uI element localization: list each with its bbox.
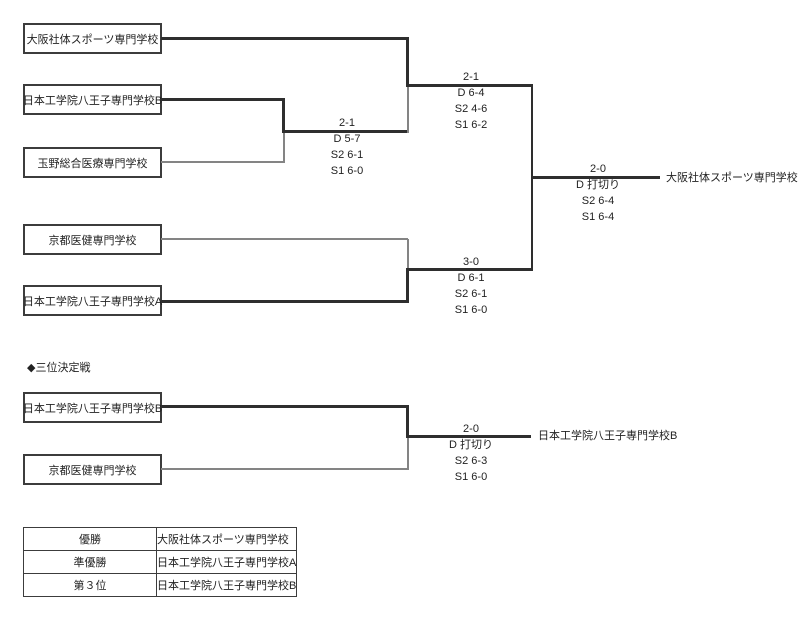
score-block-semi2: 3-0 D 6-1 S2 6-1 S1 6-0 bbox=[416, 254, 526, 318]
rank-label-cell: 優勝 bbox=[23, 527, 157, 551]
bracket-join-semi1-top bbox=[406, 37, 409, 87]
match-score: 3-0 bbox=[463, 256, 479, 268]
rank-label-cell: 第３位 bbox=[23, 573, 157, 597]
score-block-third: 2-0 D 打切り S2 6-3 S1 6-0 bbox=[416, 421, 526, 485]
bracket-line-final-result bbox=[531, 176, 660, 179]
score-block-semi1: 2-1 D 6-4 S2 4-6 S1 6-2 bbox=[416, 69, 526, 133]
team-box-main-2: 玉野総合医療専門学校 bbox=[23, 147, 162, 178]
bracket-line-team4 bbox=[161, 300, 408, 303]
game-score: S2 6-4 bbox=[581, 195, 615, 207]
bracket-line-semi2-result bbox=[406, 268, 533, 271]
game-score: S2 6-3 bbox=[454, 455, 488, 467]
team-box-main-0: 大阪社体スポーツ専門学校 bbox=[23, 23, 162, 54]
bracket-join-third-top bbox=[406, 405, 409, 438]
team-box-third-1: 京都医健専門学校 bbox=[23, 454, 162, 485]
match-score: 2-1 bbox=[463, 71, 479, 83]
team-name-cell: 日本工学院八王子専門学校A bbox=[155, 550, 298, 574]
score-block-round1: 2-1 D 5-7 S2 6-1 S1 6-0 bbox=[292, 115, 402, 179]
third-place-title: ◆三位決定戦 bbox=[27, 362, 91, 374]
game-score: S2 6-1 bbox=[330, 149, 364, 161]
team-box-third-0: 日本工学院八王子専門学校B bbox=[23, 392, 162, 423]
game-score: D 打切り bbox=[576, 179, 620, 191]
game-score: D 5-7 bbox=[333, 133, 361, 145]
game-score: D 6-1 bbox=[457, 272, 485, 284]
bracket-line-third-team0 bbox=[161, 405, 408, 408]
game-score: S1 6-2 bbox=[454, 119, 488, 131]
bracket-join-round1-bottom bbox=[283, 133, 285, 163]
game-score: D 打切り bbox=[449, 439, 493, 451]
bracket-join-third-bottom bbox=[407, 438, 409, 470]
bracket-line-team2 bbox=[161, 161, 285, 163]
match-score: 2-0 bbox=[463, 423, 479, 435]
results-table: 優勝 大阪社体スポーツ専門学校 準優勝 日本工学院八王子専門学校A 第３位 日本… bbox=[23, 527, 298, 597]
game-score: D 6-4 bbox=[457, 87, 485, 99]
team-box-main-4: 日本工学院八王子専門学校A bbox=[23, 285, 162, 316]
score-block-final: 2-0 D 打切り S2 6-4 S1 6-4 bbox=[543, 161, 653, 225]
bracket-line-team1 bbox=[161, 98, 285, 101]
team-name-cell: 大阪社体スポーツ専門学校 bbox=[155, 527, 298, 551]
bracket-join-semi1-bottom bbox=[407, 87, 409, 133]
bracket-line-round1-result bbox=[282, 130, 409, 133]
champion-label: 大阪社体スポーツ専門学校 bbox=[666, 172, 798, 184]
match-score: 2-1 bbox=[339, 117, 355, 129]
bracket-line-third-result bbox=[406, 435, 531, 438]
game-score: S2 6-1 bbox=[454, 288, 488, 300]
bracket-join-round1-top bbox=[282, 98, 285, 133]
match-score: 2-0 bbox=[590, 163, 606, 175]
team-box-main-1: 日本工学院八王子専門学校B bbox=[23, 84, 162, 115]
rank-label-cell: 準優勝 bbox=[23, 550, 157, 574]
bracket-line-semi1-result bbox=[406, 84, 533, 87]
game-score: S1 6-0 bbox=[454, 471, 488, 483]
table-row: 準優勝 日本工学院八王子専門学校A bbox=[23, 550, 298, 574]
bracket-line-third-team1 bbox=[161, 468, 408, 470]
team-name-cell: 日本工学院八王子専門学校B bbox=[155, 573, 298, 597]
bracket-line-team3 bbox=[161, 238, 408, 240]
game-score: S2 4-6 bbox=[454, 103, 488, 115]
game-score: S1 6-4 bbox=[581, 211, 615, 223]
third-place-winner-label: 日本工学院八王子専門学校B bbox=[538, 430, 678, 442]
game-score: S1 6-0 bbox=[330, 165, 364, 177]
team-box-main-3: 京都医健専門学校 bbox=[23, 224, 162, 255]
table-row: 第３位 日本工学院八王子専門学校B bbox=[23, 573, 298, 597]
bracket-join-semi2-bottom bbox=[406, 268, 409, 303]
bracket-line-team0 bbox=[161, 37, 409, 40]
bracket-join-semi2-top bbox=[407, 239, 409, 269]
game-score: S1 6-0 bbox=[454, 304, 488, 316]
table-row: 優勝 大阪社体スポーツ専門学校 bbox=[23, 527, 298, 551]
